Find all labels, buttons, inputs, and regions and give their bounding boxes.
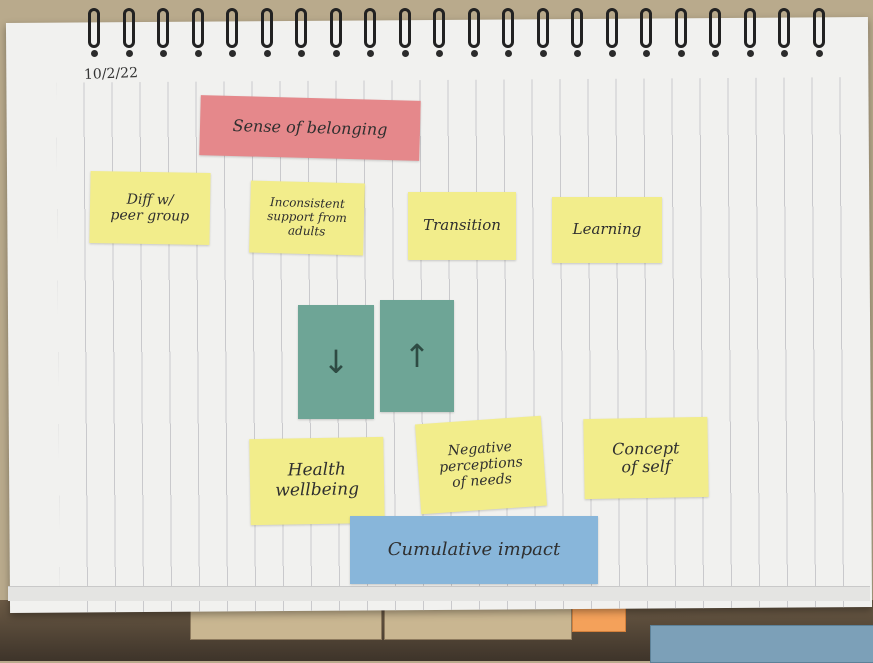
spiral-coil [536, 8, 551, 57]
sticky-note-cumulative-impact: Cumulative impact [350, 516, 598, 584]
blue-object [650, 625, 873, 663]
spiral-coil [778, 8, 792, 57]
spiral-coil [364, 8, 378, 57]
note-text: Diff w/ peer group [110, 191, 190, 225]
spiral-coil [605, 8, 620, 57]
spiral-coil [191, 8, 206, 57]
note-text: Negative perceptions of needs [438, 438, 524, 492]
spiral-coil [433, 8, 447, 57]
spiral-coil [674, 8, 689, 57]
sticky-note-arrow-down: ↓ [298, 305, 374, 419]
sticky-note-learning: Learning [552, 197, 662, 263]
note-text: Learning [572, 220, 642, 239]
note-text: Concept of self [612, 438, 680, 477]
page-edge [8, 586, 870, 601]
spiral-coil [640, 8, 654, 57]
spiral-coil [502, 8, 516, 57]
spiral-coil [571, 8, 585, 57]
sticky-note-health-wellbeing: Health wellbeing [249, 436, 385, 526]
note-text: Health wellbeing [275, 459, 360, 501]
note-text: Transition [423, 216, 501, 235]
sticky-note-negative-perceptions: Negative perceptions of needs [415, 415, 547, 515]
sticky-note-sense-of-belonging: Sense of belonging [199, 95, 421, 161]
spiral-coil [295, 8, 309, 57]
note-text: Inconsistent support from adults [267, 195, 348, 239]
spiral-coil [88, 8, 102, 57]
handwritten-date: 10/2/22 [83, 65, 139, 83]
spiral-coil [226, 8, 240, 57]
spiral-coil [709, 8, 723, 57]
spiral-coil [812, 8, 827, 57]
sticky-note-transition: Transition [408, 192, 516, 260]
note-text: Cumulative impact [387, 538, 561, 560]
spiral-coil [743, 8, 758, 57]
spiral-coil [329, 8, 344, 57]
spiral-coil [122, 8, 137, 57]
arrow-up-icon: ↑ [403, 336, 431, 375]
sticky-note-arrow-up: ↑ [380, 300, 454, 412]
sticky-note-inconsistent-support: Inconsistent support from adults [249, 180, 365, 256]
arrow-down-icon: ↓ [322, 342, 350, 381]
note-text: Sense of belonging [232, 115, 388, 139]
spiral-coil [398, 8, 413, 57]
spiral-coil [157, 8, 171, 57]
spiral-coil [260, 8, 275, 57]
sticky-note-concept-of-self: Concept of self [583, 416, 709, 500]
spiral-coil [467, 8, 482, 57]
sticky-note-diff-peer-group: Diff w/ peer group [89, 170, 211, 246]
